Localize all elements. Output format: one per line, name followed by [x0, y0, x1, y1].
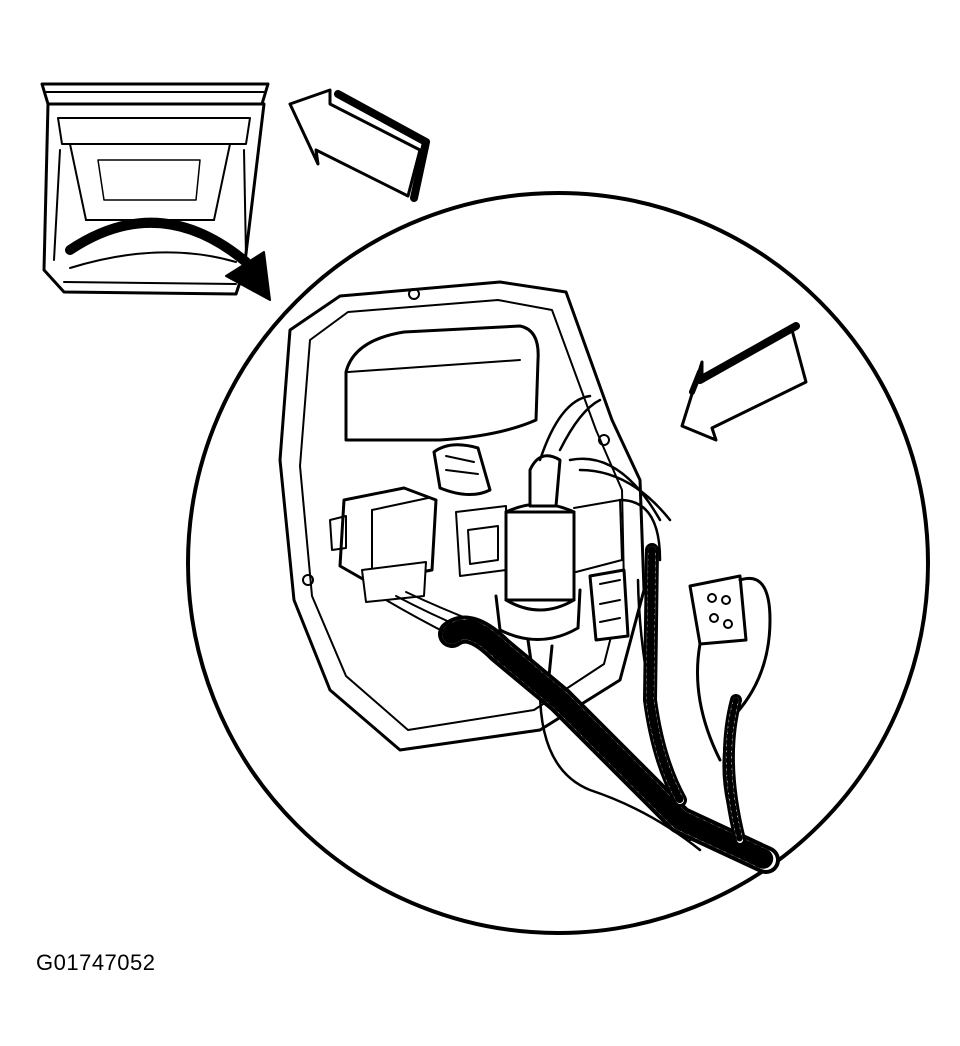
- relay: [329, 486, 438, 603]
- side-connector: [588, 568, 630, 642]
- pointer-arrow-right: [680, 322, 808, 442]
- relay-wires: [385, 591, 477, 641]
- module-cover: [344, 324, 540, 442]
- wire-loom: [438, 543, 780, 874]
- vehicle-rear-inset: [40, 82, 271, 301]
- upper-connector: [432, 443, 492, 496]
- detail-circle: [186, 191, 930, 935]
- figure-code: G01747052: [36, 950, 156, 975]
- pointer-arrow-upper: [288, 88, 430, 202]
